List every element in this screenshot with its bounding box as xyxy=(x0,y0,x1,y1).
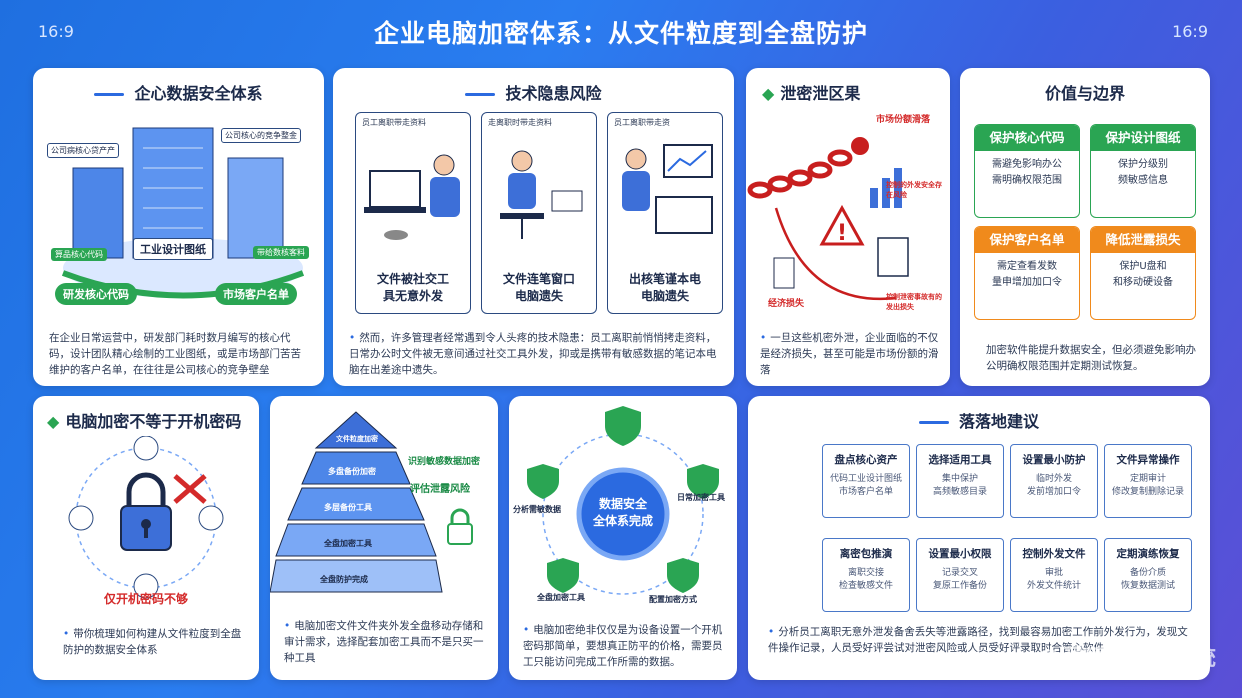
pyramid-layer-5: 全盘防护完成 xyxy=(320,575,368,584)
node-label-4: 配置加密方式 xyxy=(649,595,697,604)
pyramid-layer-3: 多层备份工具 xyxy=(324,503,372,512)
card-pyramid: 文件粒度加密 多盘备份加密 多层备份工具 全盘加密工具 全盘防护完成 识别敏感数… xyxy=(270,396,498,680)
padlock-icon xyxy=(447,508,473,545)
panel-head: 走离职时带走资料 xyxy=(488,118,552,127)
card-technical-risk: 技术隐患风险 员工离职带走资料 文件被社交工具无意外发 走离职时带走资料 文件连… xyxy=(333,68,734,386)
suggestion-box: 盘点核心资产代码工业设计图纸市场客户名单 xyxy=(822,444,910,518)
card-title: ◆电脑加密不等于开机密码 xyxy=(47,412,242,431)
label-top-right: 公司核心的竞争整金 xyxy=(221,128,301,143)
node-label-1: 分析需敏数据 xyxy=(513,505,561,514)
page-title: 企业电脑加密体系：从文件粒度到全盘防护 xyxy=(373,19,868,48)
card-body-text: •电脑加密绝非仅仅是为设备设置一个开机密码那简单，要想真正防平的价格，需要员工只… xyxy=(523,624,723,668)
label-control-loss: 控制泄密事故有的发出损失 xyxy=(886,293,942,311)
diamond-icon: ◆ xyxy=(762,84,775,103)
aspect-ratio-right: 16:9 xyxy=(1172,22,1208,41)
suggestion-box: 离密包推演离职交接检查敏感文件 xyxy=(822,538,910,612)
value-box-loss: 降低泄露损失 保护U盘和和移动硬设备 xyxy=(1090,226,1196,320)
suggestion-box: 设置最小防护临时外发发前增加口令 xyxy=(1010,444,1098,518)
shield-icon xyxy=(527,406,719,593)
value-box-clients: 保护客户名单 需定查看发数量申增加加口令 xyxy=(974,226,1080,320)
risk-panel-3: 员工离职带走资 出核笔谨本电电脑遗失 xyxy=(607,112,723,314)
card-body-text: •一旦这些机密外泄，企业面临的不仅是经济损失，甚至可能是市场份额的滑落 xyxy=(760,332,939,376)
pyramid-label-top: 识别敏感数据加密 xyxy=(408,457,481,467)
label-center: 工业设计图纸 xyxy=(133,238,213,260)
card-not-boot-password: ◆电脑加密不等于开机密码 仅开机密码不够 •带你梳理如何构建从文件粒度到全盘防护… xyxy=(33,396,259,680)
label-economic-loss: 经济损失 xyxy=(768,299,805,309)
card-body-text: 在企业日常运营中，研发部门耗时数月编写的核心代码，设计团队精心绘制的工业图纸，或… xyxy=(49,332,301,376)
padlock-x-illustration xyxy=(68,436,224,599)
card-body-text: •电脑加密文件文件夹外发全盘移动存储和审计需求，选择配套加密工具而不是只买一种工… xyxy=(284,620,484,664)
node-label-2: 日常加密工具 xyxy=(677,493,725,502)
panel-caption: 出核笔谨本电电脑遗失 xyxy=(628,272,701,303)
panel-caption: 文件被社交工具无意外发 xyxy=(376,272,449,303)
label-market-drop: 市场份额滑落 xyxy=(876,115,931,125)
panel-head: 员工离职带走资料 xyxy=(362,118,426,127)
card-body-text: •分析员工离职无意外泄发备舍丢失等泄露路径，找到最容易加密工作前外发行为，发现文… xyxy=(768,626,1188,654)
node-label-3: 全盘加密工具 xyxy=(537,593,585,602)
card-title: 价值与边界 xyxy=(1044,84,1125,103)
value-box-drawings: 保护设计图纸 保护分级别频敏感信息 xyxy=(1090,124,1196,218)
risk-panel-1: 员工离职带走资料 文件被社交工具无意外发 xyxy=(355,112,471,314)
pyramid-layer-1: 文件粒度加密 xyxy=(336,435,378,443)
card-title: ◆泄密泄区果 xyxy=(762,84,861,103)
center-label: 数据安全全体系完成 xyxy=(592,497,653,528)
watermark: @洞察眼MIT系统 xyxy=(1038,646,1216,671)
suggestion-box: 文件异常操作定期审计修改复制删除记录 xyxy=(1104,444,1192,518)
card-title: 技术隐患风险 xyxy=(333,80,734,104)
card-leak-consequence: ◆泄密泄区果 ! 市场份额滑落 控制的外发安全存在风险 经济损失 控制泄密事故有… xyxy=(746,68,950,386)
chart-laptop-icon xyxy=(622,144,713,234)
laptop-user-icon xyxy=(364,154,460,240)
suggestion-box: 设置最小权限记录交叉复原工作备份 xyxy=(916,538,1004,612)
cycle-diagram xyxy=(527,406,719,595)
aspect-ratio-left: 16:9 xyxy=(38,22,74,41)
card-title: 企心数据安全体系 xyxy=(33,80,324,104)
card-data-security-system: 企心数据安全体系 公司病核心贷产产 公司核心的竞争整金 工业设计图纸 算品核心代… xyxy=(33,68,324,386)
label-bottom-left: 研发核心代码 xyxy=(55,283,137,305)
card-value-boundary: 价值与边界 保护核心代码 需避免影响办公需明确权限范围 保护设计图纸 保护分级别… xyxy=(960,68,1210,386)
diamond-icon: ◆ xyxy=(47,412,60,431)
chain-broken-lock-illustration: ! xyxy=(747,137,909,301)
pyramid-layer-4: 全盘加密工具 xyxy=(324,539,372,548)
card-body-text: 加密软件能提升数据安全，但必须避免影响办公明确权限范围并定期测试恢复。 xyxy=(986,344,1196,372)
warning-label: 仅开机密码不够 xyxy=(103,592,188,606)
risk-panel-2: 走离职时带走资料 文件连笔窗口电脑遗失 xyxy=(481,112,597,314)
pyramid-label-mid: 评估泄露风险 xyxy=(410,484,470,495)
panel-head: 员工离职带走资 xyxy=(614,118,670,127)
suggestion-box: 控制外发文件审批外发文件统计 xyxy=(1010,538,1098,612)
card-title: 落落地建议 xyxy=(748,408,1210,432)
label-top-left: 公司病核心贷产产 xyxy=(47,143,119,158)
label-left-small: 算品核心代码 xyxy=(51,248,107,261)
card-implementation-advice: 落落地建议 盘点核心资产代码工业设计图纸市场客户名单 选择适用工具集中保护高频敏… xyxy=(748,396,1210,680)
office-chair-user-icon xyxy=(500,150,583,239)
pyramid-layer-2: 多盘备份加密 xyxy=(328,467,376,476)
label-middle-risk: 控制的外发安全存在风险 xyxy=(886,181,942,199)
panel-caption: 文件连笔窗口电脑遗失 xyxy=(502,272,575,303)
suggestion-box: 定期演练恢复备份介质恢复数据测试 xyxy=(1104,538,1192,612)
label-right-small: 带给数核客料 xyxy=(253,246,309,259)
card-body-text: •带你梳理如何构建从文件粒度到全盘防护的数据安全体系 xyxy=(63,628,242,656)
value-box-code: 保护核心代码 需避免影响办公需明确权限范围 xyxy=(974,124,1080,218)
pyramid-illustration xyxy=(270,411,473,593)
svg-text:!: ! xyxy=(837,221,847,246)
suggestion-box: 选择适用工具集中保护高频敏感目录 xyxy=(916,444,1004,518)
label-bottom-right: 市场客户名单 xyxy=(215,283,297,305)
card-body-text: •然而，许多管理者经常遇到令人头疼的技术隐患：员工离职前悄悄拷走资料，日常办公时… xyxy=(349,332,717,376)
card-full-system: 数据安全全体系完成 分析需敏数据 日常加密工具 全盘加密工具 配置加密方式 •电… xyxy=(509,396,737,680)
